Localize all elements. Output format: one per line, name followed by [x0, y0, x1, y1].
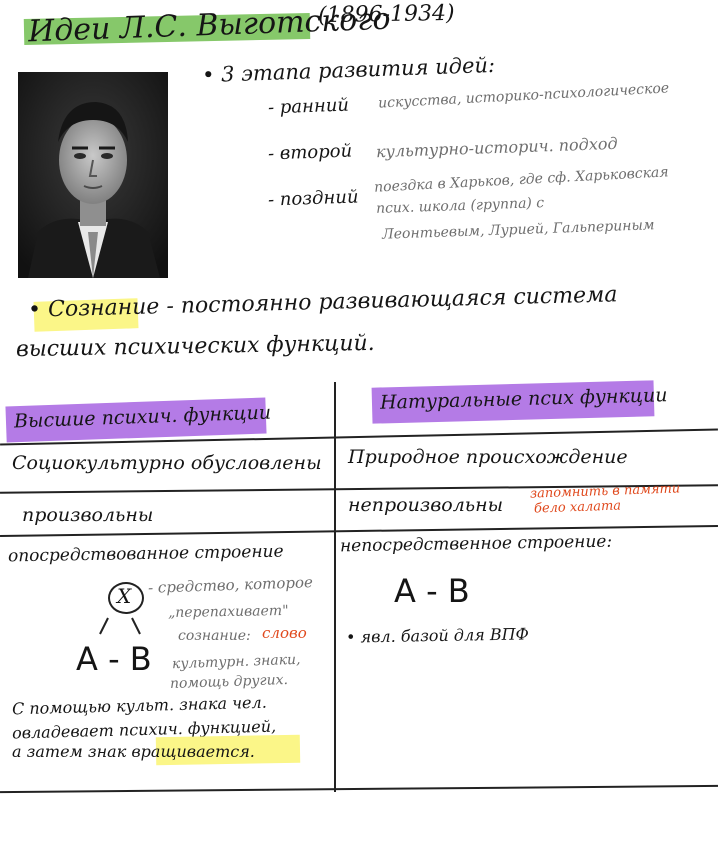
conclusion-line-1: С помощью культ. знака чел. [11, 692, 268, 719]
cell-sociocultural: Социокультурно обусловлены [12, 452, 322, 474]
note-red-line2: бело халата [533, 498, 622, 517]
title-years: (1896-1934) [317, 0, 455, 29]
mediator-circle [108, 582, 144, 614]
portrait-photo [18, 72, 168, 278]
diagram-a-b-right: A - B [394, 572, 470, 610]
note-line-2: „перепахивает" [167, 602, 289, 622]
stages-heading: • 3 этапа развития идей: [201, 52, 496, 88]
note-word-red: слово [262, 624, 307, 642]
mediator-node: X [117, 584, 132, 608]
definition-term: Сознание [47, 294, 160, 323]
cell-mediated-structure: опосредствованное строение [7, 541, 284, 567]
stage-3-text-line1: поездка в Харьков, где сф. Харьковская [373, 164, 669, 196]
definition-rest: - постоянно развивающаяся система [166, 282, 618, 320]
cell-natural-origin: Природное происхождение [348, 446, 628, 468]
portrait-illustration [18, 72, 168, 278]
conclusion-line-3-text: а затем знак [12, 742, 127, 761]
mediator-links [99, 617, 141, 635]
stage-2-label: - второй [267, 140, 353, 165]
right-basis-note: • явл. базой для ВПФ [345, 624, 529, 647]
cell-involuntary: непроизвольны [348, 494, 504, 516]
table-divider-vertical [334, 382, 336, 792]
stage-3-text-line3: Леонтьевым, Лурией, Гальпериным [381, 217, 655, 243]
stage-1-label: - ранний [267, 94, 350, 119]
diagram-a-b-left: A - B [76, 640, 152, 678]
conclusion-highlight-text: вращивается. [131, 742, 255, 761]
stage-1-text: искусства, историко-психологическое [377, 80, 670, 112]
conclusion-line-3: а затем знак вращивается. [12, 742, 255, 761]
note-line-3: сознание: [178, 628, 251, 644]
cell-direct-structure: непосредственное строение: [339, 531, 613, 557]
definition-line-2: высших психических функций. [15, 330, 375, 363]
stage-2-text: культурно-историч. подход [375, 133, 618, 162]
note-line-5: помощь других. [169, 671, 289, 693]
note-line-4: культурн. знаки, [171, 651, 301, 673]
stage-3-label: - поздний [267, 186, 359, 211]
stage-3-text-line2: псих. школа (группа) с [375, 195, 545, 217]
note-line-1: - средство, которое [147, 573, 314, 597]
cell-voluntary: произвольны [22, 504, 154, 526]
definition-line-1: • Сознание - постоянно развивающаяся сис… [27, 282, 618, 323]
table-line-4 [0, 784, 718, 794]
